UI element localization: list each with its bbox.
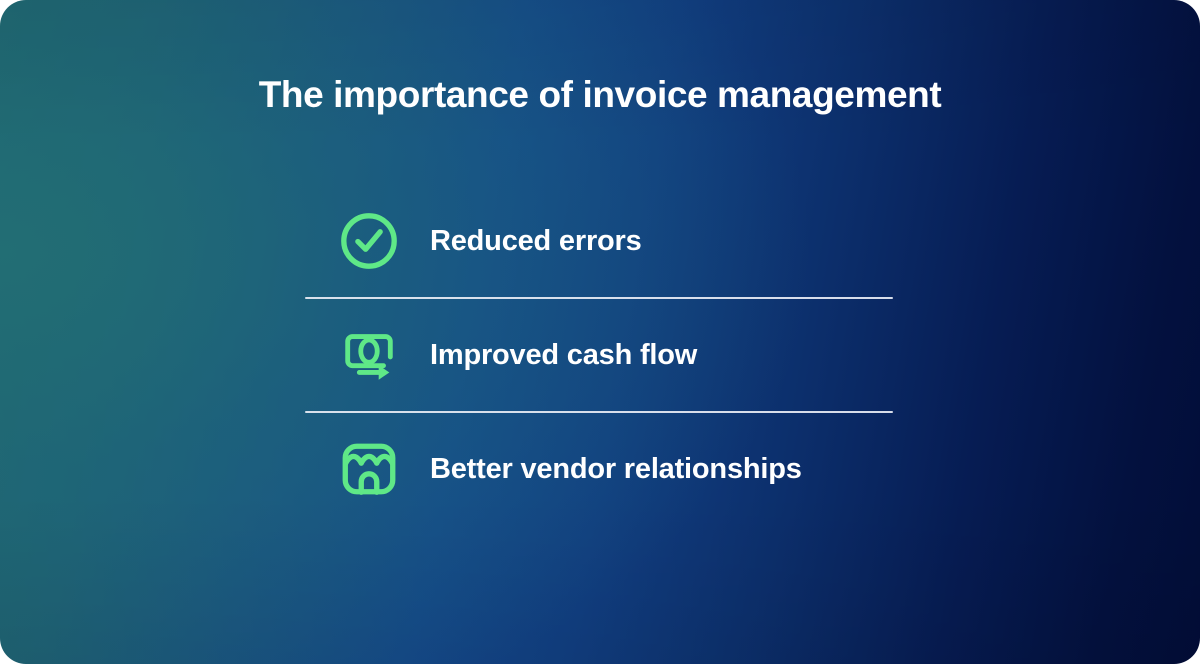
page-title: The importance of invoice management: [258, 74, 942, 115]
benefit-divider: [305, 297, 893, 299]
benefit-label: Improved cash flow: [430, 339, 698, 371]
benefit-list: Reduced errors: [305, 185, 895, 525]
check-circle-icon: [336, 208, 402, 274]
cash-flow-icon: [336, 322, 402, 388]
benefit-label: Reduced errors: [430, 225, 642, 257]
storefront-icon: [336, 436, 402, 502]
benefit-item-better-vendor-relationships: Better vendor relationships: [305, 413, 895, 525]
benefit-item-improved-cash-flow: Improved cash flow: [305, 299, 895, 411]
benefit-divider: [305, 411, 893, 413]
benefit-label: Better vendor relationships: [430, 453, 802, 485]
benefit-item-reduced-errors: Reduced errors: [305, 185, 895, 297]
